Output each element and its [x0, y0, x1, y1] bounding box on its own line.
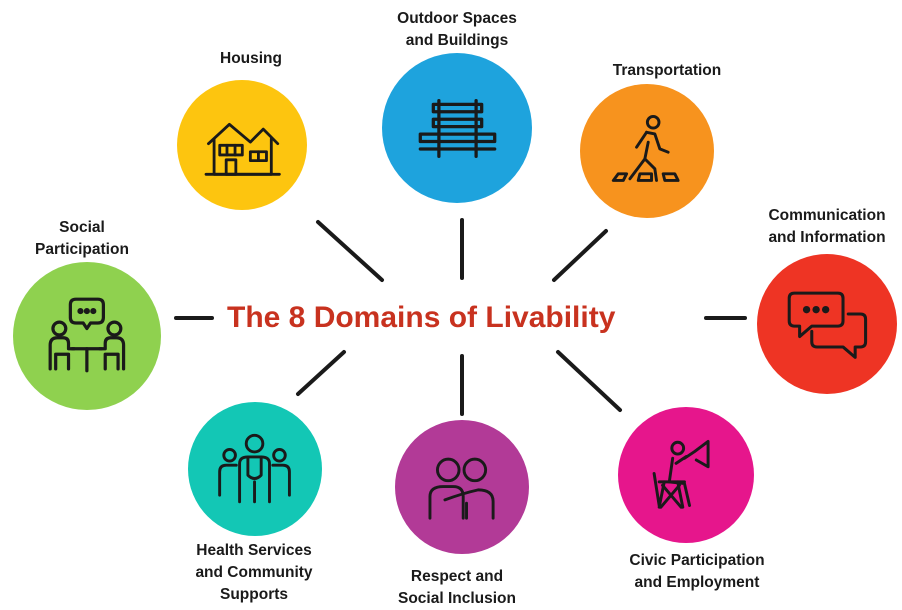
- domain-label-communication: Communication and Information: [768, 207, 886, 246]
- domain-label-civic: Civic Participation and Employment: [629, 552, 765, 591]
- domain-label-outdoor: Outdoor Spaces and Buildings: [397, 10, 517, 49]
- domain-label-housing: Housing: [220, 50, 282, 67]
- domain-circle-transportation: [580, 84, 714, 218]
- diagram-title: The 8 Domains of Livability: [227, 301, 616, 334]
- connector-line-civic: [556, 350, 622, 412]
- domain-circle-civic: [618, 407, 754, 543]
- house-icon: [204, 122, 281, 176]
- domain-circle-housing: [177, 80, 307, 210]
- bench-icon: [418, 98, 496, 158]
- connector-line-transportation: [552, 229, 608, 282]
- domain-label-social: Social Participation: [35, 219, 129, 258]
- pedestrian-crossing-icon: [612, 115, 681, 183]
- domain-circle-health: [188, 402, 322, 536]
- domain-label-health: Health Services and Community Supports: [195, 542, 313, 603]
- embracing-people-icon: [428, 458, 496, 521]
- domain-label-respect: Respect and Social Inclusion: [398, 568, 516, 607]
- domain-circle-social: [13, 262, 161, 410]
- domain-label-transportation: Transportation: [612, 62, 722, 79]
- connector-line-health: [296, 350, 346, 396]
- medical-team-icon: [218, 434, 292, 504]
- domain-circle-respect: [395, 420, 529, 554]
- domain-circle-communication: [757, 254, 897, 394]
- megaphone-speaker-icon: [652, 439, 710, 509]
- domain-circle-outdoor: [382, 53, 532, 203]
- chat-bubbles-icon: [787, 291, 867, 359]
- connector-line-housing: [316, 220, 384, 282]
- conversation-table-icon: [48, 297, 126, 373]
